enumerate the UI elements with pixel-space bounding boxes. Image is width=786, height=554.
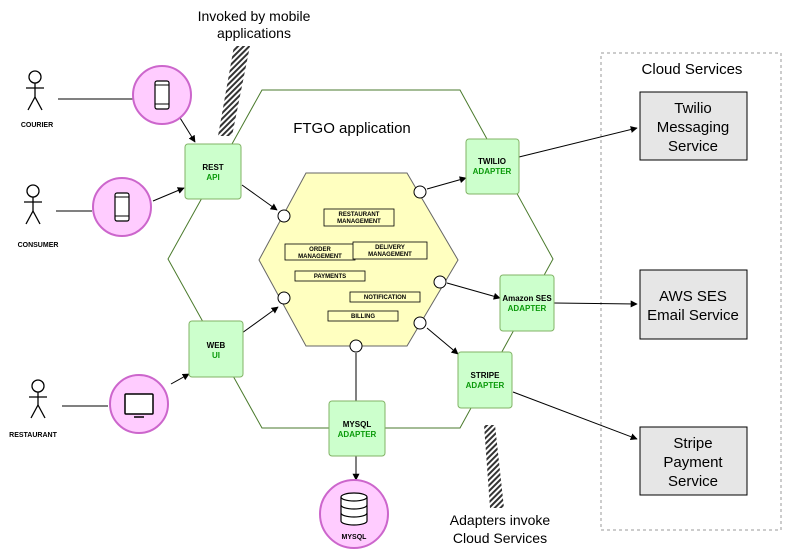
order-management-module: ORDER MANAGEMENT bbox=[284, 243, 356, 261]
amazon-ses-adapter: Amazon SES ADAPTER bbox=[499, 274, 555, 332]
connectors bbox=[56, 98, 638, 481]
monitor-icon bbox=[124, 393, 154, 415]
person-icon bbox=[26, 184, 40, 198]
svg-text:NOTIFICATION: NOTIFICATION bbox=[364, 295, 406, 301]
restaurant-screen-to-web-arrow bbox=[170, 373, 190, 385]
mobile-note-line1: Invoked by mobile bbox=[198, 8, 311, 24]
mysql-adapter: MYSQL ADAPTER bbox=[328, 400, 386, 457]
ses-to-cloud-arrow bbox=[553, 300, 638, 308]
svg-text:Stripe: Stripe bbox=[673, 435, 712, 452]
port-stripe bbox=[413, 316, 427, 330]
svg-text:PAYMENTS: PAYMENTS bbox=[314, 274, 346, 280]
mysql-db-label: MYSQL bbox=[342, 534, 368, 541]
stripe-payment-service: Stripe Payment Service bbox=[639, 426, 748, 496]
adapters-note-line2: Cloud Services bbox=[453, 530, 547, 546]
svg-text:Email Service: Email Service bbox=[647, 307, 739, 324]
twilio-to-cloud-arrow bbox=[518, 126, 638, 158]
consumer-phone bbox=[92, 177, 152, 237]
adapters-note-line1: Adapters invoke bbox=[450, 512, 551, 528]
svg-text:ADAPTER: ADAPTER bbox=[473, 167, 512, 176]
web-ui-adapter: WEB UI bbox=[188, 320, 244, 378]
svg-text:Amazon SES: Amazon SES bbox=[502, 294, 552, 303]
svg-text:STRIPE: STRIPE bbox=[471, 371, 501, 380]
cloud-services-container bbox=[600, 52, 782, 531]
database-icon bbox=[340, 492, 368, 526]
stripe-adapter: STRIPE ADAPTER bbox=[457, 351, 513, 409]
core-to-stripe-arrow bbox=[426, 327, 459, 355]
svg-text:Service: Service bbox=[668, 473, 718, 490]
svg-text:REST: REST bbox=[202, 163, 223, 172]
svg-text:MYSQL: MYSQL bbox=[343, 420, 372, 429]
smartphone-icon bbox=[154, 80, 170, 110]
svg-text:UI: UI bbox=[212, 351, 220, 360]
delivery-management-module: DELIVERY MANAGEMENT bbox=[352, 241, 428, 260]
billing-module: BILLING bbox=[327, 310, 399, 322]
twilio-messaging-service: Twilio Messaging Service bbox=[639, 91, 748, 161]
restaurant-desktop bbox=[109, 374, 169, 434]
ports bbox=[277, 185, 447, 353]
person-icon bbox=[31, 379, 45, 393]
mobile-note-callout bbox=[218, 46, 250, 136]
twilio-adapter: TWILIO ADAPTER bbox=[465, 138, 520, 195]
port-ses bbox=[433, 275, 447, 289]
adapters-note-callout bbox=[484, 425, 504, 508]
restaurant-actor bbox=[29, 379, 47, 419]
stripe-to-cloud-arrow bbox=[512, 391, 638, 441]
svg-text:Service: Service bbox=[668, 138, 718, 155]
svg-text:AWS SES: AWS SES bbox=[659, 288, 727, 305]
restaurant-management-module: RESTAURANT MANAGEMENT bbox=[323, 208, 395, 227]
port-rest bbox=[277, 209, 291, 223]
mysql-database: MYSQL bbox=[319, 479, 389, 549]
consumer-actor bbox=[24, 184, 42, 225]
core-to-twilio-arrow bbox=[426, 176, 467, 190]
svg-text:Twilio: Twilio bbox=[674, 100, 712, 117]
svg-text:MANAGEMENT: MANAGEMENT bbox=[298, 254, 342, 260]
core-to-ses-arrow bbox=[446, 282, 501, 300]
port-twilio bbox=[413, 185, 427, 199]
smartphone-icon bbox=[114, 192, 130, 222]
consumer-phone-to-rest-arrow bbox=[152, 187, 185, 202]
svg-text:ADAPTER: ADAPTER bbox=[338, 430, 377, 439]
consumer-label: CONSUMER bbox=[18, 242, 59, 249]
svg-text:WEB: WEB bbox=[207, 341, 226, 350]
aws-ses-email-service: AWS SES Email Service bbox=[639, 269, 748, 340]
payments-module: PAYMENTS bbox=[294, 270, 366, 282]
web-to-core-arrow bbox=[241, 306, 279, 334]
courier-phone bbox=[132, 65, 192, 125]
svg-text:BILLING: BILLING bbox=[351, 314, 375, 320]
port-web bbox=[277, 291, 291, 305]
cloud-services-title: Cloud Services bbox=[642, 61, 743, 78]
business-logic-hexagon bbox=[258, 172, 459, 347]
notification-module: NOTIFICATION bbox=[349, 291, 421, 303]
person-icon bbox=[28, 70, 42, 84]
svg-text:ADAPTER: ADAPTER bbox=[508, 304, 547, 313]
svg-text:MANAGEMENT: MANAGEMENT bbox=[337, 219, 381, 225]
ftgo-app-title: FTGO application bbox=[293, 120, 411, 137]
svg-text:Payment: Payment bbox=[663, 454, 723, 471]
svg-text:TWILIO: TWILIO bbox=[478, 157, 506, 166]
courier-label: COURIER bbox=[21, 122, 53, 129]
svg-text:ADAPTER: ADAPTER bbox=[466, 381, 505, 390]
mobile-note-line2: applications bbox=[217, 25, 291, 41]
port-mysql bbox=[349, 339, 363, 353]
svg-text:DELIVERY: DELIVERY bbox=[375, 245, 405, 251]
svg-text:RESTAURANT: RESTAURANT bbox=[339, 212, 380, 218]
svg-text:ORDER: ORDER bbox=[309, 247, 331, 253]
rest-api-adapter: REST API bbox=[184, 143, 242, 200]
restaurant-label: RESTAURANT bbox=[9, 432, 57, 439]
rest-to-core-arrow bbox=[241, 184, 278, 211]
svg-text:API: API bbox=[206, 173, 219, 182]
courier-actor bbox=[26, 70, 44, 111]
svg-text:MANAGEMENT: MANAGEMENT bbox=[368, 252, 412, 258]
svg-text:Messaging: Messaging bbox=[657, 119, 730, 136]
